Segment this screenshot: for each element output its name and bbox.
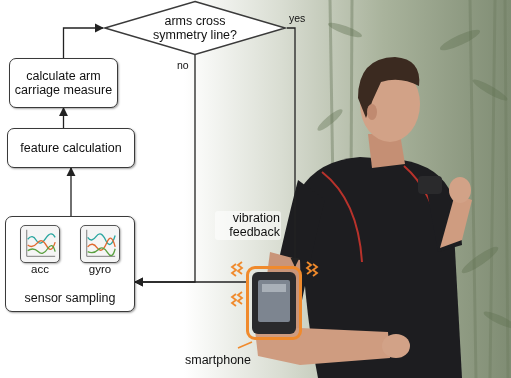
sensor-box: sensor samplingaccgyro bbox=[5, 216, 135, 312]
feedback-label: vibration feedback bbox=[215, 211, 281, 240]
edge-label: yes bbox=[289, 13, 305, 25]
signal-plot bbox=[21, 226, 59, 262]
sensor-icon: gyro bbox=[80, 225, 120, 263]
sensor-label: gyro bbox=[75, 263, 125, 276]
signal-trace bbox=[88, 234, 115, 245]
flow-arrow bbox=[135, 55, 195, 282]
diamond-shape bbox=[105, 2, 285, 55]
diamond-text-wrap: arms cross symmetry line? bbox=[103, 1, 287, 55]
signal-trace bbox=[88, 248, 115, 256]
decision-label: arms cross symmetry line? bbox=[145, 14, 245, 43]
device-label: smartphone bbox=[185, 353, 251, 367]
signal-trace bbox=[28, 246, 55, 254]
sensor-label: acc bbox=[15, 263, 65, 276]
flow-arrow bbox=[135, 281, 246, 282]
signal-trace bbox=[28, 234, 55, 243]
box-label: feature calculation bbox=[16, 141, 125, 155]
edge-label: no bbox=[177, 60, 189, 72]
box-label: calculate arm carriage measure bbox=[10, 69, 117, 98]
runner-figure bbox=[252, 57, 472, 378]
flow-arrow bbox=[70, 168, 71, 216]
phone-highlight: vibration feedbacksmartphone bbox=[246, 266, 302, 340]
flow-arrow bbox=[64, 28, 104, 58]
signal-plot bbox=[81, 226, 119, 262]
leader-line bbox=[238, 342, 252, 348]
flow-arrow bbox=[63, 108, 64, 128]
sensor-icon: acc bbox=[20, 225, 60, 263]
plot-axes bbox=[27, 230, 55, 257]
plot-axes bbox=[87, 230, 115, 257]
group-label: sensor sampling bbox=[6, 291, 134, 305]
decision-diamond: arms cross symmetry line? bbox=[103, 1, 287, 55]
flow-arrow bbox=[287, 28, 295, 266]
process-box: calculate arm carriage measure bbox=[9, 58, 118, 108]
process-box: feature calculation bbox=[7, 128, 135, 168]
